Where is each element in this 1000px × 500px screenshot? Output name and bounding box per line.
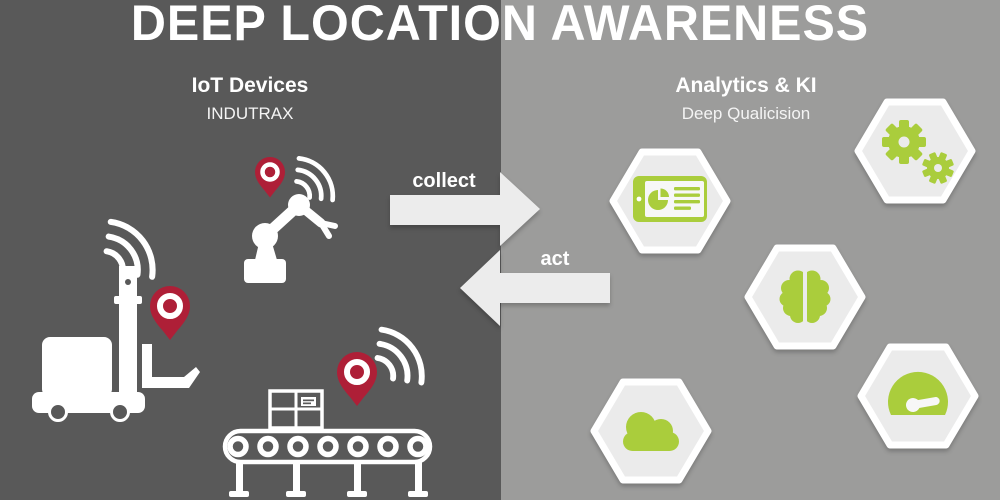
- hexagon-cloud: [594, 382, 708, 480]
- collect-label: collect: [412, 170, 476, 192]
- wifi-signal-icon: [295, 158, 337, 200]
- act-label: act: [540, 248, 570, 270]
- act-arrow: [460, 250, 610, 326]
- hexagon-gears: [858, 102, 972, 200]
- gears-icon: [882, 120, 954, 184]
- analytics-heading: Analytics & KI: [675, 74, 817, 97]
- iot-heading: IoT Devices: [191, 74, 309, 97]
- analytics-header: Analytics & KI Deep Qualicision: [596, 73, 896, 125]
- brain-icon: [779, 270, 831, 324]
- flow-arrows: [390, 172, 610, 326]
- hexagon-gauge: [861, 347, 975, 445]
- conveyor-belt-icon: [222, 330, 433, 497]
- location-pin-icon: [337, 352, 377, 406]
- hexagon-dashboard: [613, 152, 727, 250]
- iot-header: IoT Devices INDUTRAX: [100, 73, 400, 125]
- dashboard-tablet-icon: [633, 176, 707, 222]
- location-pin-icon: [255, 157, 285, 198]
- wifi-signal-icon: [375, 330, 428, 383]
- iot-panel-background: [0, 0, 501, 500]
- cloud-icon: [623, 412, 679, 451]
- robot-arm-icon: [244, 157, 337, 283]
- location-pin-icon: [150, 286, 190, 340]
- collect-arrow: [390, 172, 540, 246]
- package-box-icon: [268, 389, 324, 430]
- gauge-icon: [888, 371, 948, 415]
- forklift-icon: [32, 222, 200, 422]
- hexagon-brain: [748, 248, 862, 346]
- iot-subheading: INDUTRAX: [206, 104, 294, 123]
- analytics-subheading: Deep Qualicision: [681, 104, 811, 123]
- page-title: DEEP LOCATION AWARENESS: [130, 0, 870, 51]
